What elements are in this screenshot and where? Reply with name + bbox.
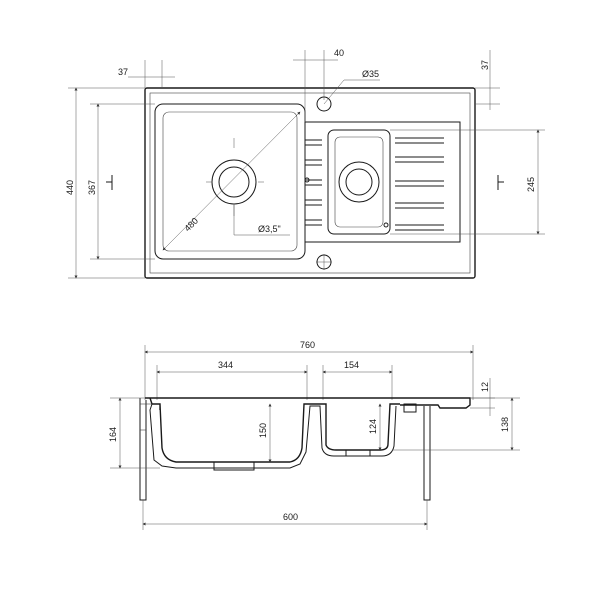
drainboard [304, 121, 461, 243]
sink-inner-outline [149, 92, 471, 274]
dim-big-bowl-width: 344 [218, 360, 233, 370]
dim-small-bowl-depth: 245 [526, 177, 536, 192]
cabinet-left-wall [139, 398, 147, 501]
dim-bowl-diagonal: 480 [182, 216, 200, 234]
dim-small-bowl-width: 154 [344, 360, 359, 370]
dim-small-bowl-depth-section: 124 [368, 419, 378, 434]
big-bowl-drain-inner [218, 166, 250, 198]
sink-outline [144, 87, 476, 279]
dim-bowl-depth: 367 [87, 180, 97, 195]
dim-cabinet-width: 600 [283, 512, 298, 522]
cabinet-right-wall [423, 406, 431, 501]
section-view: 760 344 154 600 164 [108, 340, 520, 530]
dim-small-side-height: 138 [500, 417, 510, 432]
dim-width-hole-offset: 37 [118, 67, 128, 77]
small-bowl [327, 129, 391, 235]
dim-overall-height: 164 [108, 427, 118, 442]
small-bowl-inner [334, 136, 384, 228]
dim-corner-radius: Ø3,5" [258, 224, 281, 234]
drainboard-ribs [305, 137, 444, 231]
small-bowl-drain-inner [345, 168, 373, 196]
dim-rim-thickness: 12 [480, 382, 490, 392]
dim-overall-width: 760 [300, 340, 315, 350]
dim-top-margin: 37 [480, 60, 490, 70]
top-view: 480 Ø3,5" [65, 48, 545, 279]
dim-big-bowl-depth: 150 [258, 423, 268, 438]
small-bowl-drain-stub [345, 449, 371, 457]
big-bowl [154, 103, 306, 260]
dim-tap-hole-spacing: 40 [334, 48, 344, 58]
dim-tap-hole-diameter: Ø35 [362, 69, 379, 79]
small-bowl-drain [338, 161, 380, 203]
dim-overall-depth: 440 [65, 180, 75, 195]
big-bowl-drain-stub [213, 461, 255, 471]
